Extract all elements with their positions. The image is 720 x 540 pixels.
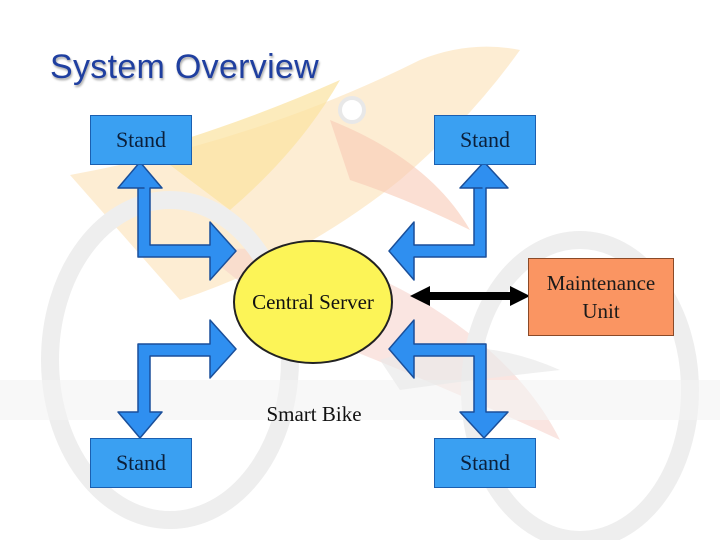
- maintenance-unit-node: Maintenance Unit: [528, 258, 674, 336]
- stand-top-right: Stand: [434, 115, 536, 165]
- arrow-to-stand-bottom-left: [117, 319, 237, 439]
- stand-top-left: Stand: [90, 115, 192, 165]
- stand-bottom-right: Stand: [434, 438, 536, 488]
- page-title: System Overview: [50, 48, 319, 86]
- central-server-node: Central Server: [233, 240, 393, 364]
- arrow-server-maintenance: [410, 286, 530, 306]
- arrow-to-stand-top-right: [388, 161, 509, 281]
- smart-bike-label: Smart Bike: [266, 402, 362, 426]
- arrow-to-stand-top-left: [117, 161, 237, 281]
- arrow-to-stand-bottom-right: [388, 319, 509, 439]
- central-server-label: Central Server: [252, 289, 374, 314]
- stand-bottom-left: Stand: [90, 438, 192, 488]
